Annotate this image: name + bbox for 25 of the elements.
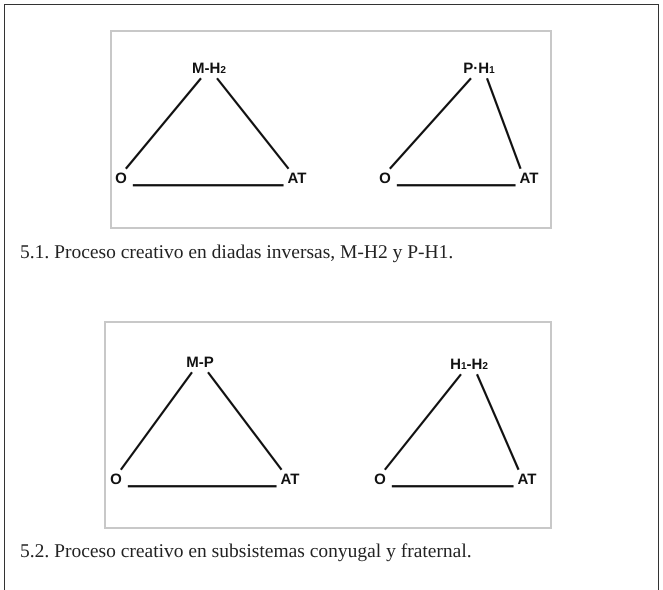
connector-line — [132, 184, 284, 186]
connector-line — [128, 485, 277, 488]
vertex-label: AT — [278, 470, 302, 490]
vertex-label: O — [113, 170, 129, 188]
figure-caption: 5.1. Proceso creativo en diadas inversas, M-H2 y P-H1. — [20, 242, 454, 264]
vertex-label: AT — [516, 470, 538, 490]
connector-line — [120, 372, 193, 470]
connector-line — [486, 78, 522, 170]
connector-line — [396, 184, 516, 186]
vertex-label: AT — [518, 170, 540, 188]
vertex-label: O — [372, 470, 388, 490]
vertex-label: O — [108, 470, 124, 490]
connector-line — [207, 372, 282, 470]
figure-caption: 5.2. Proceso creativo en subsistemas conyugal y fraternal. — [20, 541, 472, 563]
vertex-label: O — [377, 170, 393, 188]
connector-line — [476, 374, 520, 470]
connector-line — [384, 374, 462, 470]
vertex-label: M-P — [184, 354, 216, 372]
diagram-panel — [104, 321, 552, 529]
connector-line — [216, 78, 290, 170]
vertex-label: AT — [286, 170, 308, 188]
connector-line — [392, 485, 514, 488]
connector-line — [389, 78, 472, 170]
diagram-panel — [110, 30, 552, 229]
connector-line — [124, 78, 202, 170]
